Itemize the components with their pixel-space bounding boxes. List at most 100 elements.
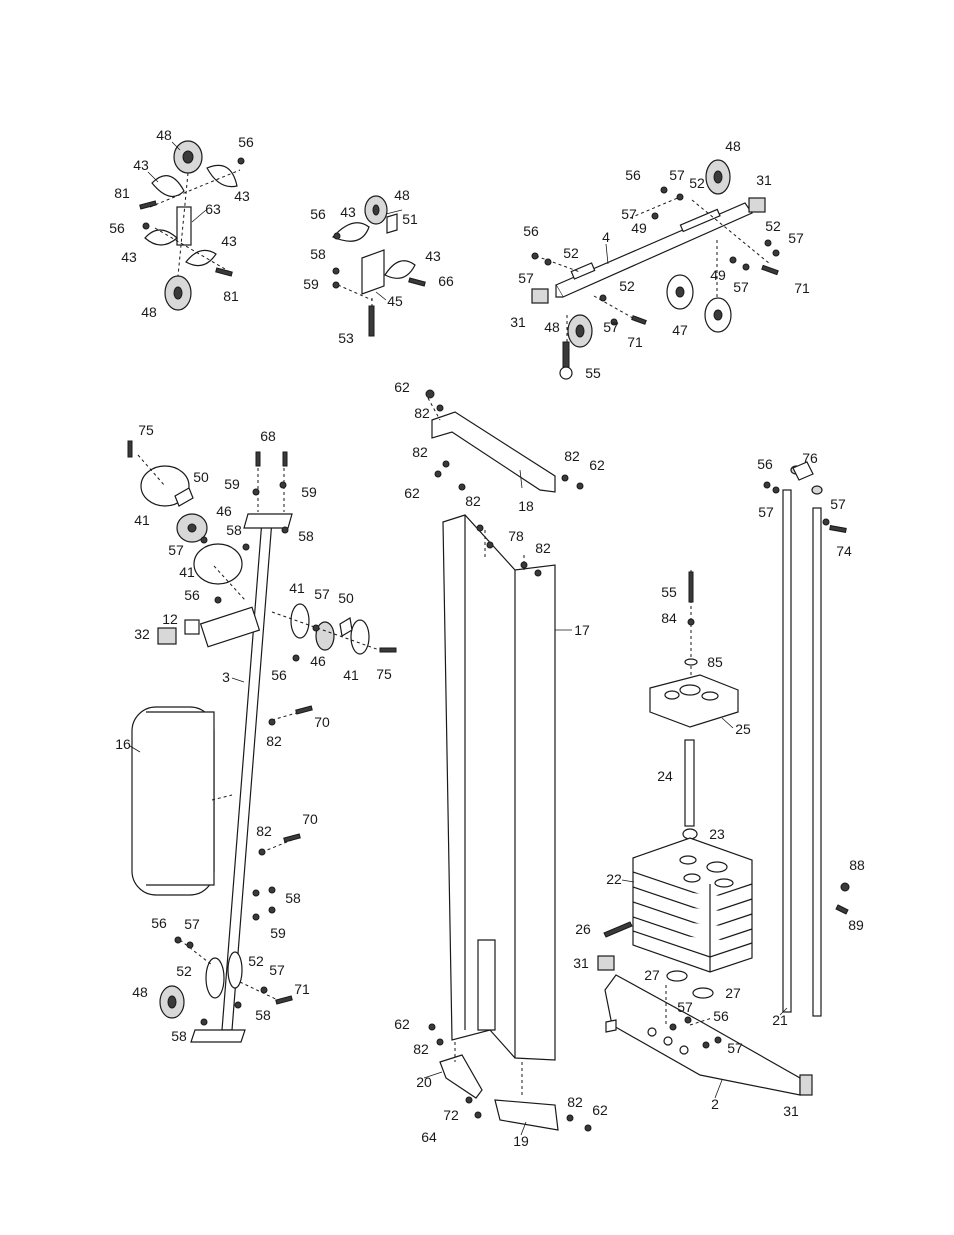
callout-label: 82: [535, 540, 551, 556]
callout-label: 75: [138, 422, 154, 438]
callout-label: 19: [513, 1133, 529, 1149]
callout-label: 57: [518, 270, 534, 286]
callout-label: 74: [836, 543, 852, 559]
nut-56: [237, 157, 245, 165]
callout-label: 82: [412, 444, 428, 460]
callout-label: 43: [133, 157, 149, 173]
callout-label: 31: [756, 172, 772, 188]
callout-label: 52: [765, 218, 781, 234]
callout-label: 51: [402, 211, 418, 227]
callout-label: 62: [589, 457, 605, 473]
eyebolt-55: [562, 341, 570, 369]
callout-label: 62: [592, 1102, 608, 1118]
callout-label: 59: [224, 476, 240, 492]
guide-rod-21: [782, 489, 792, 1013]
callout-label: 49: [710, 267, 726, 283]
callout-label: 82: [413, 1041, 429, 1057]
callout-label: 58: [310, 246, 326, 262]
callout-label: 55: [661, 584, 677, 600]
callout-label: 4: [602, 229, 610, 245]
bolt-71: [275, 995, 293, 1005]
bolt-68: [255, 451, 261, 467]
callout-label: 43: [340, 204, 356, 220]
callout-label: 58: [171, 1028, 187, 1044]
callout-label: 57: [269, 962, 285, 978]
callout-label: 70: [314, 714, 330, 730]
callout-label: 58: [255, 1007, 271, 1023]
callout-label: 50: [338, 590, 354, 606]
bolt-81: [139, 200, 157, 210]
callout-label: 88: [849, 857, 865, 873]
callout-label: 18: [518, 498, 534, 514]
callout-label: 84: [661, 610, 677, 626]
bracket-63: [176, 206, 192, 246]
callout-label: 57: [758, 504, 774, 520]
guide-rod-21: [812, 507, 822, 1017]
bracket-50: [174, 487, 194, 507]
pulley-46: [315, 621, 335, 651]
callout-label: 43: [121, 249, 137, 265]
callout-label: 41: [343, 667, 359, 683]
callout-label: 71: [627, 334, 643, 350]
callout-label: 52: [248, 953, 264, 969]
callout-label: 49: [631, 220, 647, 236]
callout-label: 57: [788, 230, 804, 246]
end-cap-31: [531, 288, 549, 304]
shroud-17: [442, 514, 556, 1061]
weight-stack-assembly: [597, 461, 850, 1096]
callout-label: 31: [783, 1103, 799, 1119]
side-plate-43: [331, 222, 370, 242]
callout-label: 56: [151, 915, 167, 931]
callout-label: 56: [757, 456, 773, 472]
callout-label: 41: [134, 512, 150, 528]
pulley-assembly-top-left: [139, 140, 245, 311]
nut-56: [142, 222, 150, 230]
disc-41: [350, 619, 370, 655]
end-cap-31: [748, 197, 766, 213]
callout-label: 82: [266, 733, 282, 749]
upper-frame-assembly: [531, 159, 780, 380]
callout-label: 43: [221, 233, 237, 249]
callout-label: 31: [510, 314, 526, 330]
side-plate-43: [185, 249, 217, 267]
upright-3: [221, 519, 273, 1031]
leader-lines: [129, 141, 788, 1136]
callout-label: 89: [848, 917, 864, 933]
callout-label: 48: [544, 319, 560, 335]
callout-label: 3: [222, 669, 230, 685]
callout-label: 82: [567, 1094, 583, 1110]
disc-41: [290, 603, 310, 639]
shroud-bottom-19: [494, 1099, 559, 1131]
eyebolt-53: [368, 305, 375, 337]
bolt-70: [295, 705, 313, 715]
callout-label: 68: [260, 428, 276, 444]
callout-label: 56: [713, 1008, 729, 1024]
nut-56: [333, 232, 341, 240]
side-plate-43: [144, 229, 178, 246]
beam-4: [555, 202, 753, 298]
side-plate-43: [206, 164, 238, 188]
bolt-81: [215, 267, 233, 277]
side-plate-43: [384, 260, 416, 279]
nut-59: [332, 281, 340, 289]
callout-label: 82: [564, 448, 580, 464]
callout-label: 27: [725, 985, 741, 1001]
bracket-45: [361, 249, 385, 295]
callout-label: 58: [298, 528, 314, 544]
end-cap-31: [597, 955, 615, 971]
callout-label: 58: [285, 890, 301, 906]
callout-label: 43: [234, 188, 250, 204]
bracket-52: [205, 957, 225, 999]
callout-label: 45: [387, 293, 403, 309]
bolt-71: [631, 315, 647, 325]
callout-label: 57: [168, 542, 184, 558]
callout-label: 16: [115, 736, 131, 752]
callout-label: 32: [134, 626, 150, 642]
callout-label: 82: [256, 823, 272, 839]
callout-label: 57: [621, 206, 637, 222]
bumper-27: [692, 987, 714, 999]
callout-label: 56: [238, 134, 254, 150]
bracket-50: [339, 617, 353, 637]
callout-label: 71: [294, 981, 310, 997]
